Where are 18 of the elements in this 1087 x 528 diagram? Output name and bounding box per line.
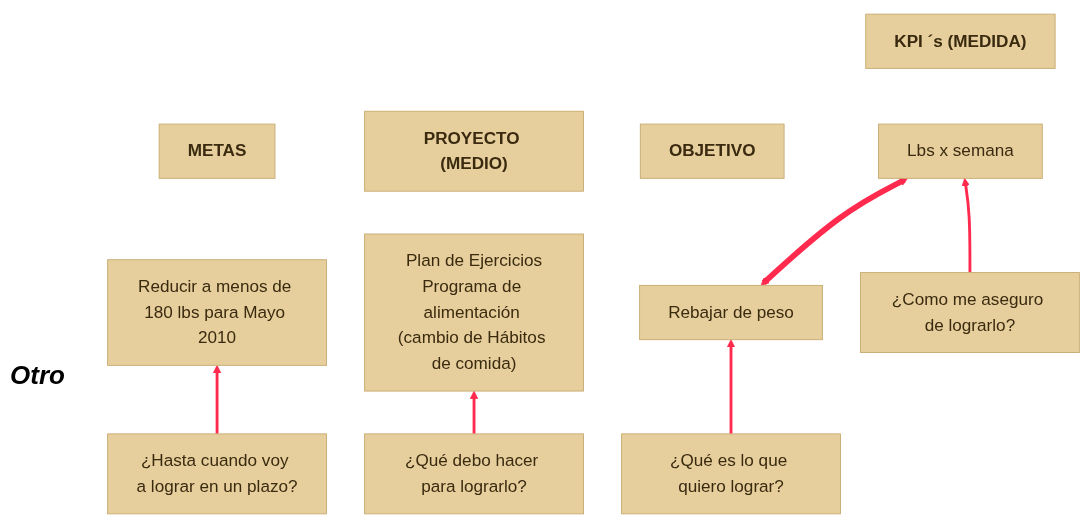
node-box: ¿Qué es lo que quiero lograr? [621, 433, 841, 515]
node-box: ¿Qué debo hacer para lograrlo? [364, 433, 584, 515]
arrow [469, 390, 479, 434]
arrow [760, 177, 908, 286]
arrow [212, 365, 222, 434]
arrow [726, 339, 736, 434]
arrow [961, 177, 972, 273]
node-box: Lbs x semana [878, 123, 1043, 179]
node-box: ¿Como me aseguro de lograrlo? [860, 272, 1080, 353]
node-box: PROYECTO (MEDIO) [364, 110, 584, 192]
node-box: Plan de Ejercicios Programa de alimentación (cambio de Hábitos de comida) [364, 233, 584, 392]
note-text: Otro [10, 360, 65, 391]
node-box: KPI ´s (MEDIDA) [865, 13, 1056, 69]
node-box: OBJETIVO [639, 123, 785, 179]
node-box: ¿Hasta cuando voy a lograr en un plazo? [107, 433, 327, 515]
node-box: Rebajar de peso [639, 284, 823, 341]
node-box: METAS [158, 123, 276, 179]
node-box: Reducir a menos de 180 lbs para Mayo 2010 [107, 259, 327, 366]
